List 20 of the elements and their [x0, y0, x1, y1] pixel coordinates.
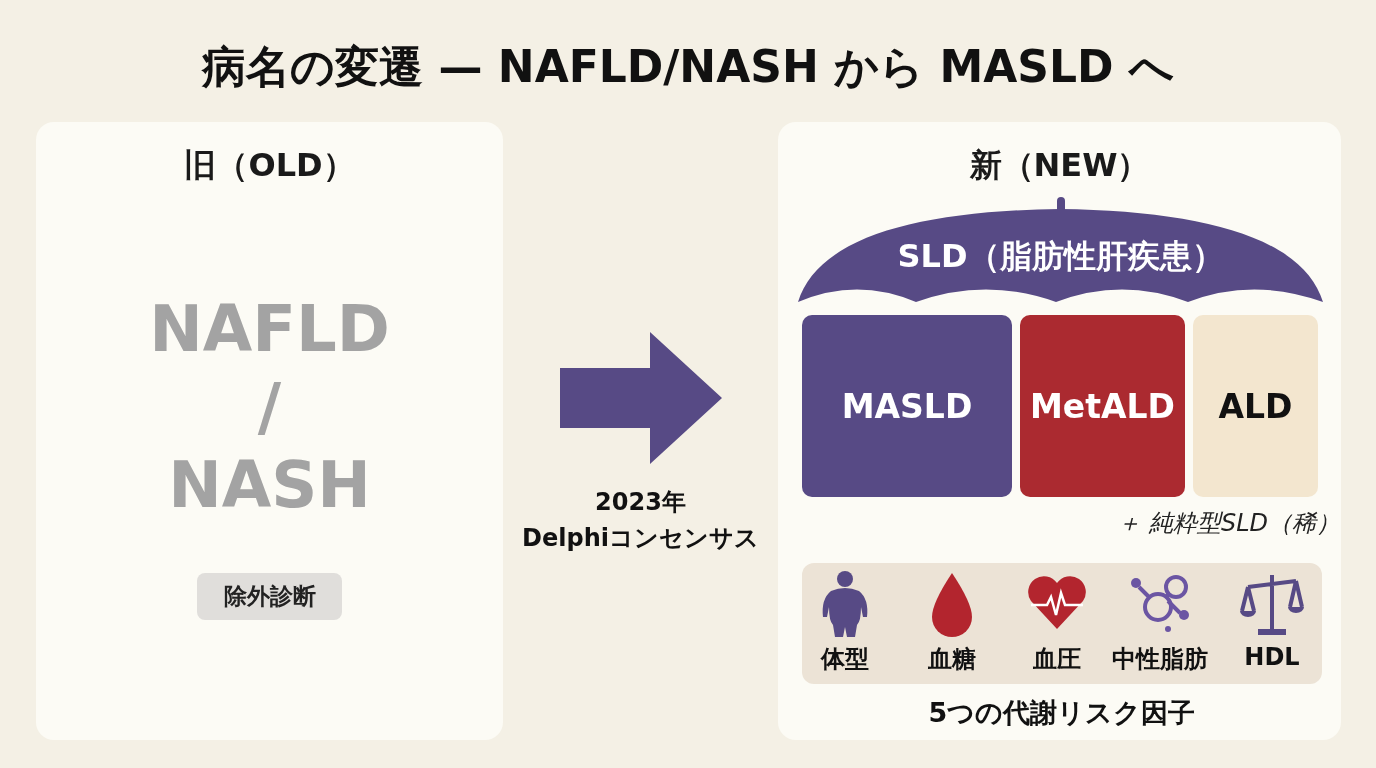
edge-label: 2023年 Delphiコンセンサス: [521, 487, 760, 554]
panel-heading: 5つの代謝リスク因子: [927, 696, 1197, 730]
factor-label: HDL: [1243, 643, 1301, 671]
category-box: ALD: [1193, 315, 1318, 497]
title: 病名の変遷 — NAFLD/NASH から MASLD へ: [200, 40, 1175, 94]
umbrella-label: SLD（脂肪性肝疾患）: [896, 236, 1225, 277]
old-panel: [36, 122, 503, 740]
panel-heading: 新（NEW）: [968, 145, 1151, 186]
category-box: MetALD: [1020, 315, 1185, 497]
factor-label: 血糖: [927, 644, 977, 675]
factor-label: 中性脂肪: [1111, 644, 1209, 675]
tag-badge: 除外診断: [197, 573, 342, 620]
factor-label: 体型: [819, 644, 870, 675]
factor-label: 血圧: [1032, 644, 1082, 675]
category-box: MASLD: [802, 315, 1012, 497]
panel-heading: 旧（OLD）: [183, 145, 356, 186]
new-panel: [778, 122, 1341, 740]
old-term-text: NAFLD / NASH: [148, 291, 391, 524]
note-text: ＋ 純粋型SLD（稀）: [1116, 508, 1340, 539]
block-arrow: [560, 332, 722, 464]
